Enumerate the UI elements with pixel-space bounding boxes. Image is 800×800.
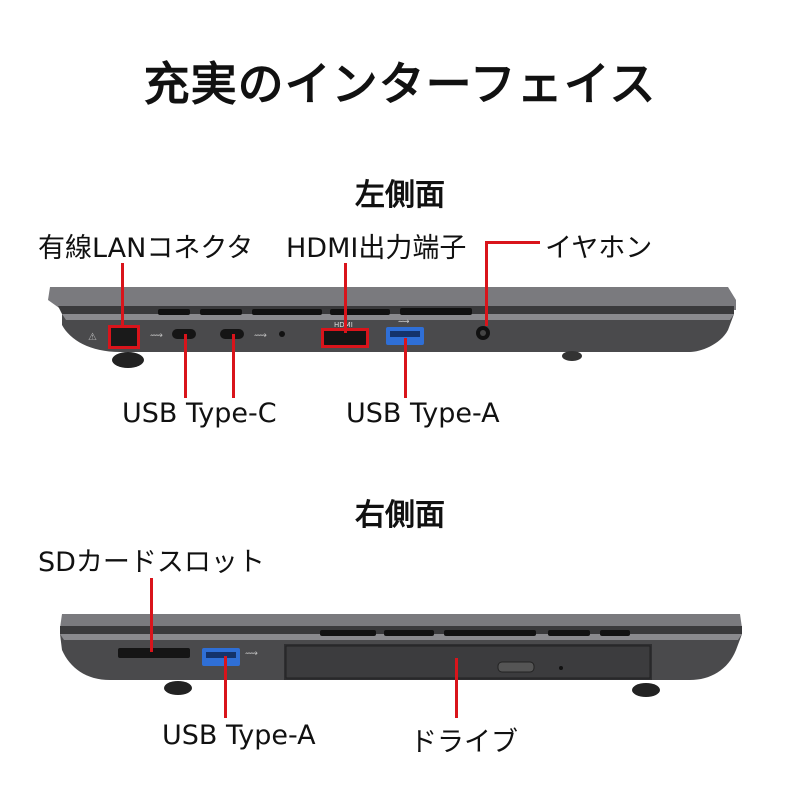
- usb-a-label-right: USB Type-A: [162, 720, 316, 751]
- left-side-heading: 左側面: [355, 178, 445, 213]
- lan-label: 有線LANコネクタ: [38, 233, 254, 264]
- hdmi-label: HDMI出力端子: [286, 233, 467, 264]
- drive-label: ドライブ: [410, 727, 518, 758]
- hdmi-port-mark: HDMI: [334, 321, 353, 329]
- usb-a-callout-line-left: [404, 338, 407, 398]
- svg-text:⚠: ⚠: [88, 332, 97, 343]
- lan-port-highlight: [108, 325, 140, 349]
- left-side-laptop-image: ⟿ ⟿ ⟿ ⚠ HDMI: [48, 287, 736, 368]
- sd-callout-line: [150, 578, 153, 652]
- svg-text:⟿: ⟿: [245, 649, 258, 659]
- usb-a-callout-line-right: [224, 656, 227, 718]
- earphone-label: イヤホン: [545, 233, 653, 264]
- usb-c-label: USB Type-C: [122, 398, 277, 429]
- earphone-callout-line: [485, 242, 488, 326]
- svg-text:⟿: ⟿: [150, 331, 163, 341]
- svg-text:⟿: ⟿: [254, 331, 267, 341]
- sd-card-label: SDカードスロット: [38, 547, 265, 578]
- hdmi-port-highlight: [321, 328, 369, 348]
- right-side-heading: 右側面: [355, 498, 445, 533]
- svg-text:⟿: ⟿: [398, 317, 410, 326]
- usb-a-label-left: USB Type-A: [346, 398, 500, 429]
- earphone-callout-line-horizontal: [485, 241, 540, 244]
- hdmi-callout-line: [344, 263, 347, 333]
- usb-c-callout-line-2: [232, 334, 235, 398]
- page-title: 充実のインターフェイス: [143, 57, 657, 111]
- usb-c-callout-line-1: [184, 334, 187, 398]
- drive-callout-line: [455, 658, 458, 718]
- lan-callout-line: [121, 263, 124, 327]
